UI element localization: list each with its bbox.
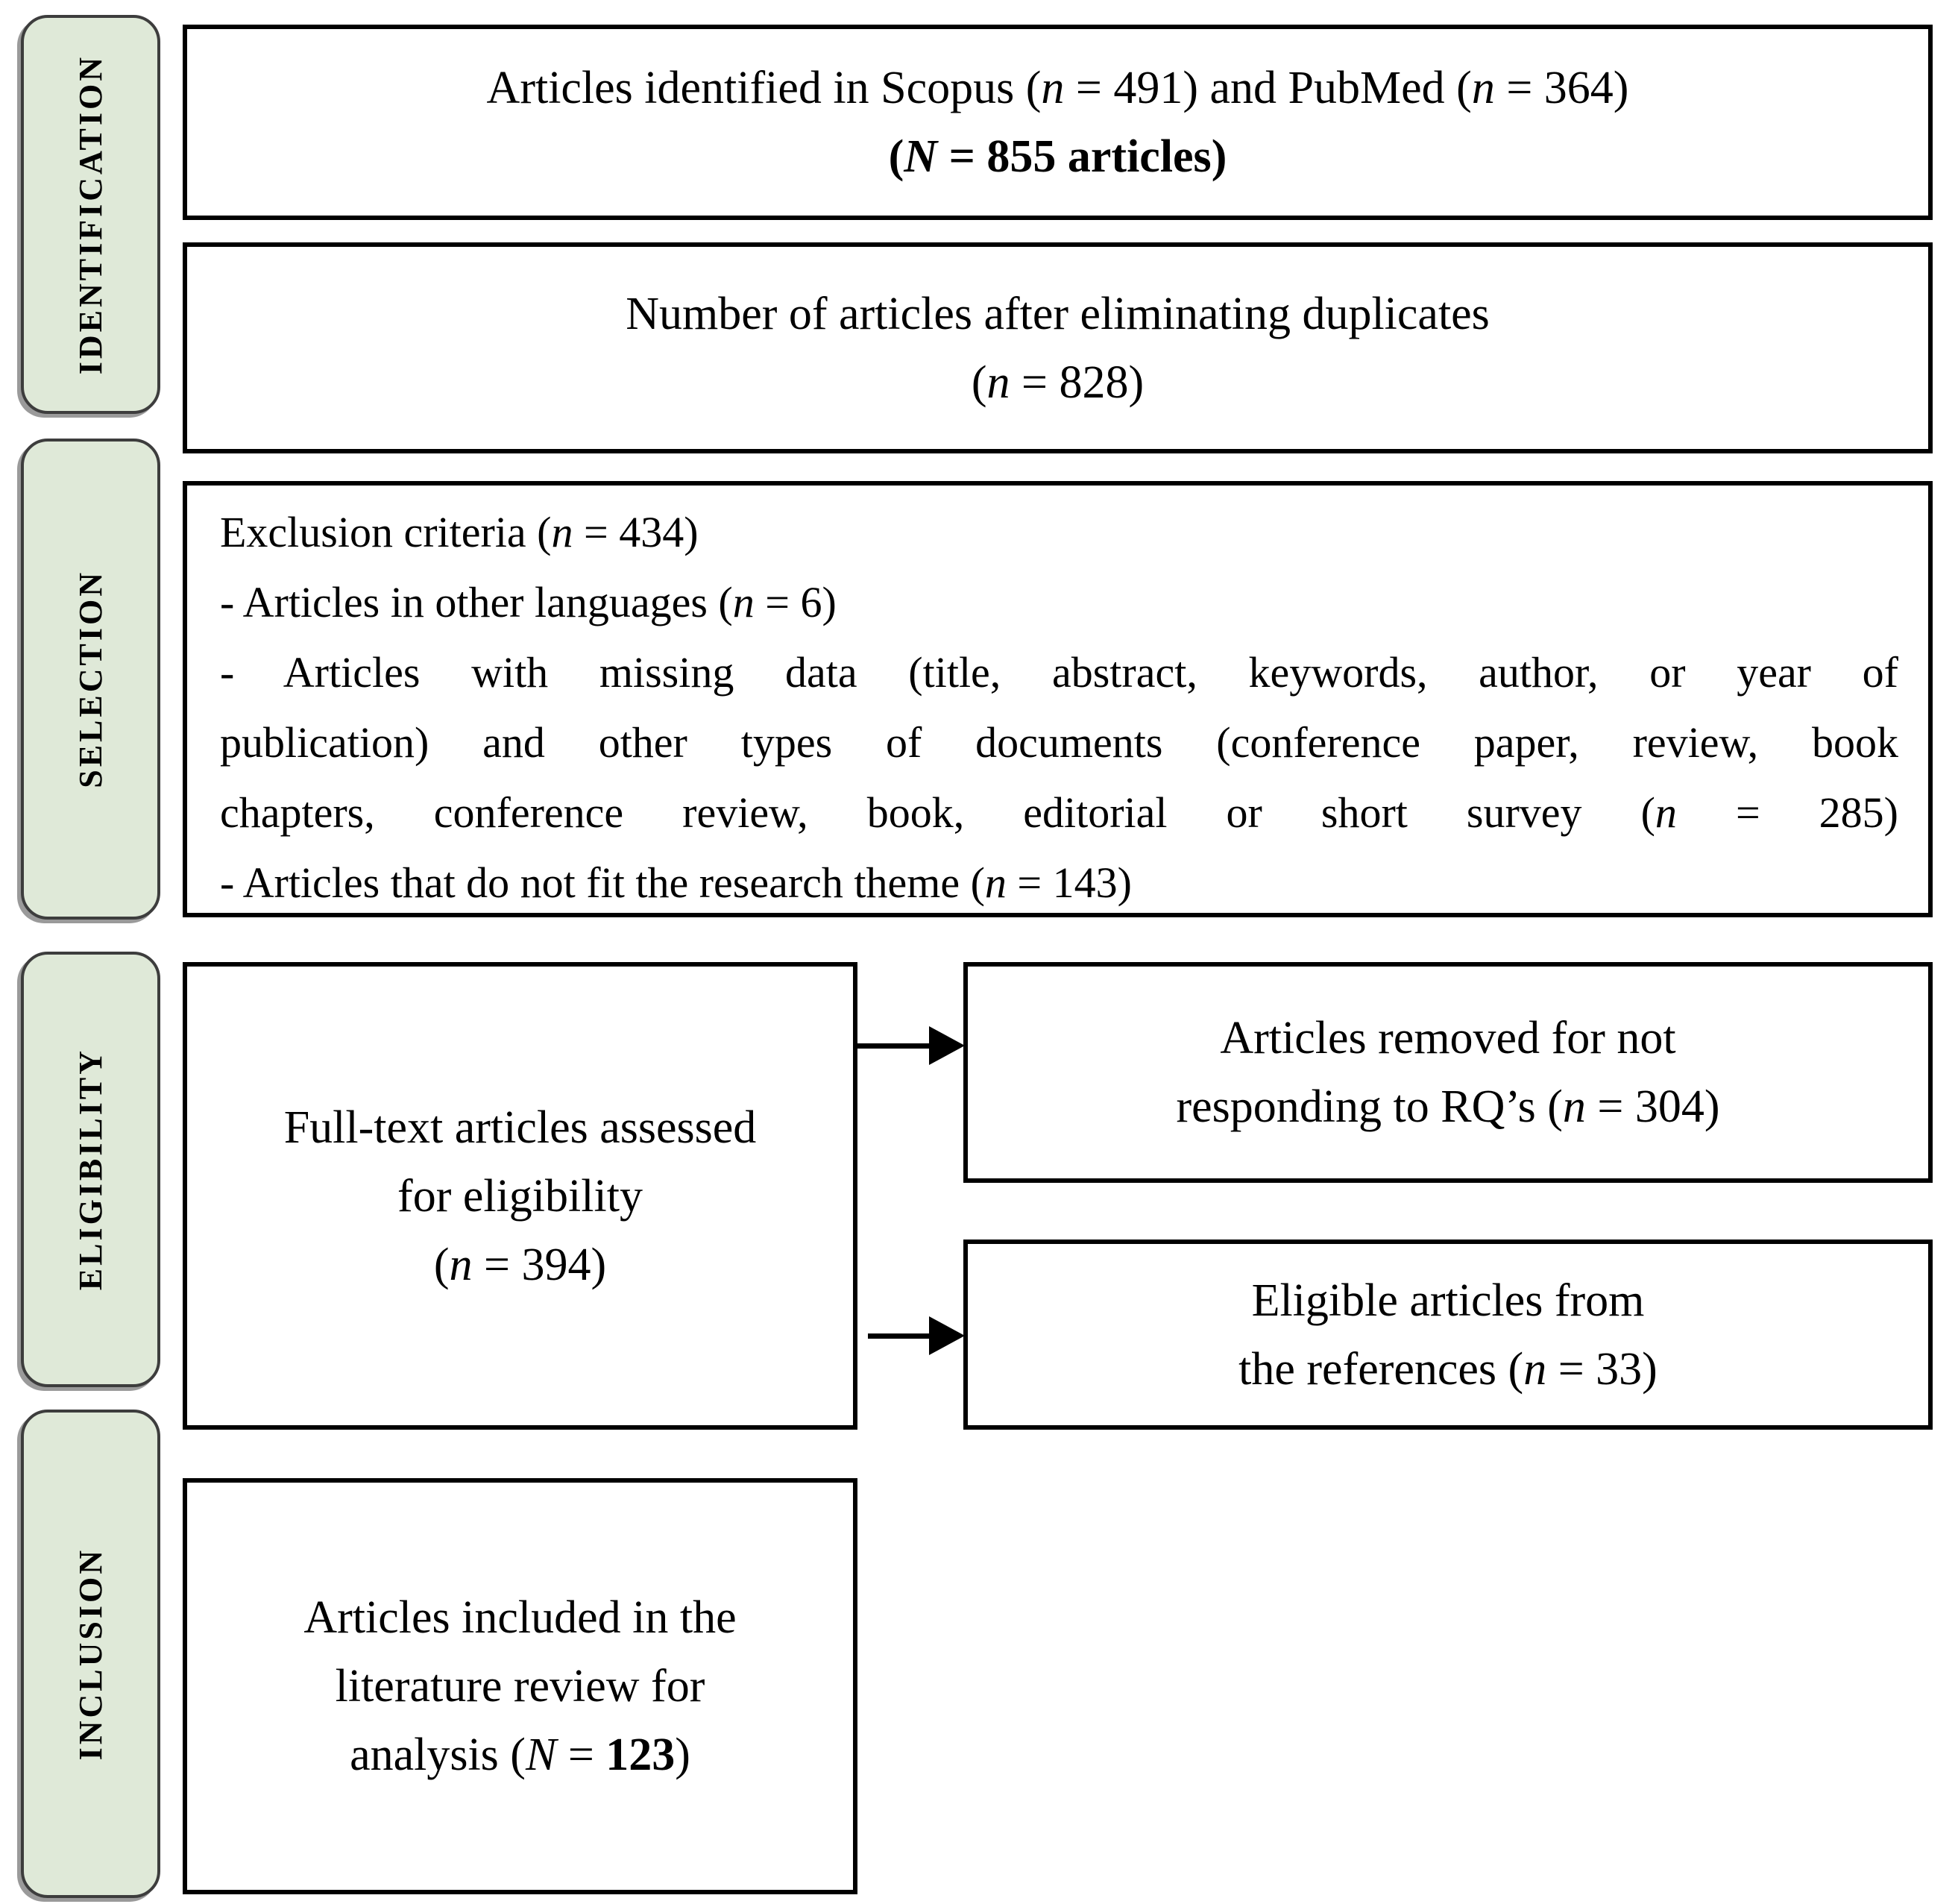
stage-eligibility-label: ELIGIBILITY <box>72 1048 109 1291</box>
exclusion-line-6: - Articles that do not fit the research … <box>220 858 1132 907</box>
box-included-line1: Articles included in the <box>303 1592 737 1643</box>
box-fulltext-line2: for eligibility <box>397 1170 643 1222</box>
box-removed-line2: responding to RQ’s (n = 304) <box>1176 1081 1720 1132</box>
exclusion-line-3: - Articles with missing data (title, abs… <box>220 648 1898 697</box>
box-references-line1: Eligible articles from <box>1251 1275 1645 1326</box>
box-articles-identified-line1: Articles identified in Scopus (n = 491) … <box>486 63 1629 113</box>
box-removed-line1: Articles removed for not <box>1220 1013 1676 1063</box>
box-included-line3: analysis (N = 123) <box>350 1729 690 1780</box>
box-articles-identified: Articles identified in Scopus (n = 491) … <box>183 25 1933 220</box>
box-fulltext-line3: (n = 394) <box>433 1239 607 1290</box>
box-references-line2: the references (n = 33) <box>1238 1343 1658 1395</box>
stage-selection-label: SELECTION <box>72 570 109 788</box>
box-eligible-references: Eligible articles from the references (n… <box>963 1240 1933 1430</box>
arrow-to-removed-shaft <box>857 1043 929 1049</box>
stage-inclusion-label: INCLUSION <box>72 1547 109 1761</box>
arrow-to-removed-head-icon <box>929 1026 965 1065</box>
arrow-to-references-head-icon <box>929 1316 965 1355</box>
exclusion-line-2: - Articles in other languages (n = 6) <box>220 578 837 626</box>
exclusion-line-4: publication) and other types of document… <box>220 718 1898 767</box>
box-after-duplicates: Number of articles after eliminating dup… <box>183 242 1933 453</box>
stage-selection: SELECTION <box>21 439 160 920</box>
stage-identification: IDENTIFICATION <box>21 15 160 414</box>
exclusion-line-1: Exclusion criteria (n = 434) <box>220 508 699 556</box>
box-articles-included: Articles included in the literature revi… <box>183 1478 857 1894</box>
box-included-line2: literature review for <box>335 1661 705 1712</box>
exclusion-line-5: chapters, conference review, book, edito… <box>220 788 1898 837</box>
arrow-to-references-shaft <box>868 1333 929 1339</box>
box-articles-identified-line2: (N = 855 articles) <box>888 131 1227 182</box>
box-exclusion-criteria: Exclusion criteria (n = 434) - Articles … <box>183 481 1933 917</box>
box-fulltext-line1: Full-text articles assessed <box>283 1102 757 1153</box>
box-after-duplicates-line2: (n = 828) <box>971 356 1145 408</box>
box-articles-removed: Articles removed for not responding to R… <box>963 962 1933 1183</box>
stage-eligibility: ELIGIBILITY <box>21 952 160 1387</box>
box-after-duplicates-line1: Number of articles after eliminating dup… <box>626 288 1490 339</box>
stage-inclusion: INCLUSION <box>21 1410 160 1898</box>
box-exclusion-criteria-body: Exclusion criteria (n = 434) - Articles … <box>187 486 1928 918</box>
box-fulltext-assessed: Full-text articles assessed for eligibil… <box>183 962 857 1430</box>
stage-identification-label: IDENTIFICATION <box>72 54 109 375</box>
